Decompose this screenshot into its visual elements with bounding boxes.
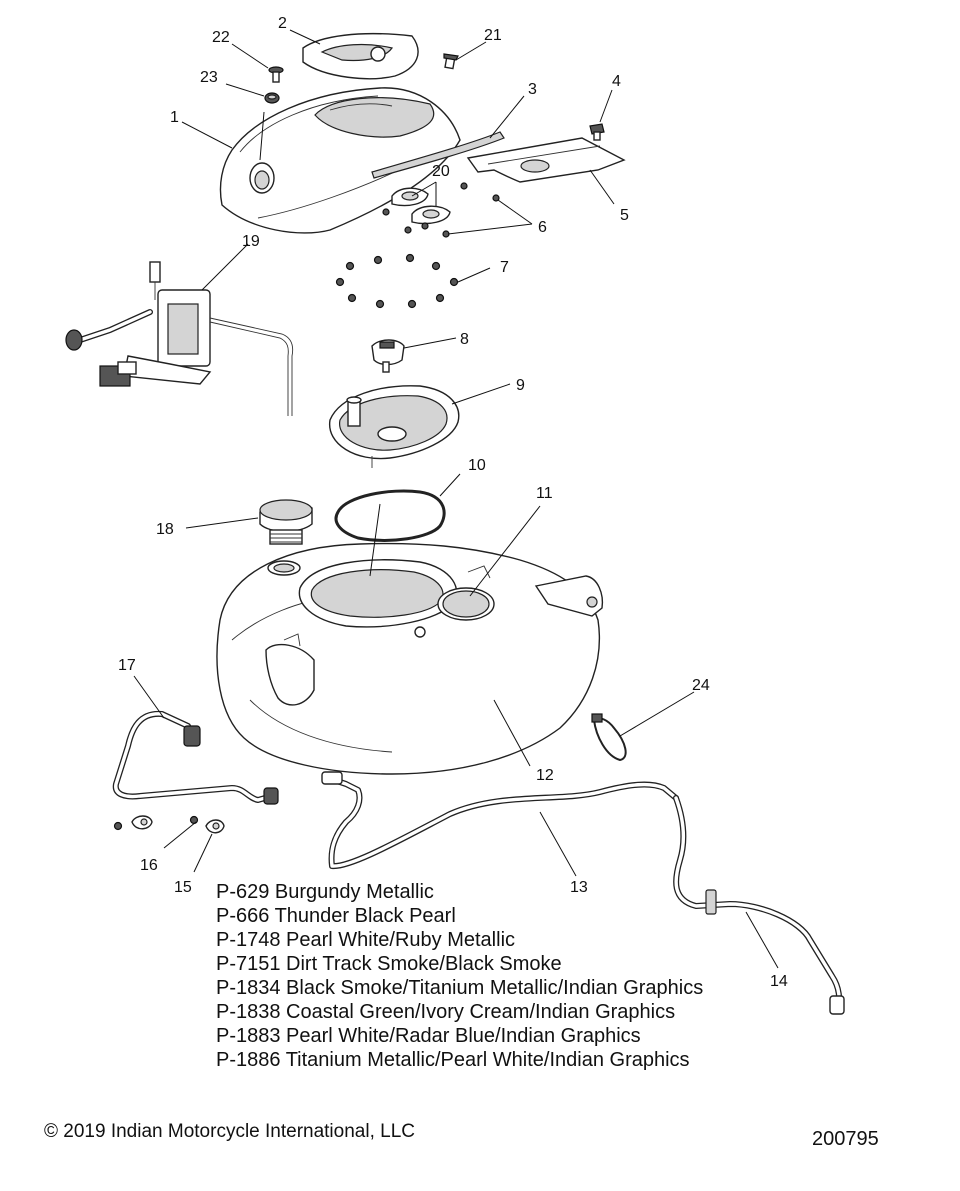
callout-20: 20 — [432, 163, 450, 180]
callout-17: 17 — [118, 657, 136, 674]
callout-21: 21 — [484, 27, 502, 44]
callout-14: 14 — [770, 973, 788, 990]
part-7-nuts — [335, 253, 459, 309]
part-21-screw — [443, 53, 459, 70]
part-20-retainer-clips — [391, 187, 451, 225]
callout-7: 7 — [500, 259, 509, 276]
callout-11: 11 — [536, 485, 553, 502]
copyright-notice: © 2019 Indian Motorcycle International, … — [44, 1121, 415, 1142]
part-24-hose-clamp — [591, 713, 627, 762]
callout-16: 16 — [140, 857, 158, 874]
callout-13: 13 — [570, 879, 588, 896]
drawing-number: 200795 — [812, 1128, 879, 1150]
callout-15: 15 — [174, 879, 192, 896]
part-4-push-rivet — [589, 123, 605, 141]
part-17-vent-line — [112, 710, 279, 805]
part-8-sender-connector — [371, 339, 405, 373]
part-10-gasket — [334, 489, 446, 542]
callout-5: 5 — [620, 207, 629, 224]
part-18-fuel-cap — [259, 499, 313, 545]
paint-code-item: P-629 Burgundy Metallic — [216, 881, 434, 903]
part-22-bolt — [268, 66, 284, 83]
paint-code-item: P-1834 Black Smoke/Titanium Metallic/Ind… — [216, 977, 704, 999]
callout-12: 12 — [536, 767, 554, 784]
part-5-mounting-bracket — [466, 137, 626, 183]
paint-code-item: P-1748 Pearl White/Ruby Metallic — [216, 929, 516, 951]
callout-6: 6 — [538, 219, 547, 236]
paint-code-item: P-7151 Dirt Track Smoke/Black Smoke — [216, 953, 562, 975]
part-15-clips — [131, 815, 225, 834]
part-9-pump-plate — [329, 385, 460, 468]
callout-18: 18 — [156, 521, 174, 538]
paint-code-item: P-1886 Titanium Metallic/Pearl White/Ind… — [216, 1049, 690, 1071]
paint-code-item: P-666 Thunder Black Pearl — [216, 905, 456, 927]
callout-9: 9 — [516, 377, 525, 394]
part-3-trim-strip — [371, 131, 505, 179]
callout-8: 8 — [460, 331, 469, 348]
callout-4: 4 — [612, 73, 621, 90]
callout-19: 19 — [242, 233, 260, 250]
part-11-cover-plate — [442, 590, 490, 618]
callout-3: 3 — [528, 81, 537, 98]
callout-24: 24 — [692, 677, 710, 694]
part-16-fasteners — [113, 815, 199, 831]
part-14-drain-line — [673, 795, 845, 1015]
paint-code-list: P-629 Burgundy Metallic P-666 Thunder Bl… — [216, 880, 703, 1072]
callout-10: 10 — [468, 457, 486, 474]
part-19-fuel-pump-assembly — [65, 261, 294, 416]
part-2-badge-plate — [302, 32, 419, 80]
paint-code-item: P-1838 Coastal Green/Ivory Cream/Indian … — [216, 1001, 676, 1023]
callout-labels: 1 2 3 4 5 6 7 8 9 10 11 12 13 14 15 16 1… — [118, 15, 788, 990]
callout-23: 23 — [200, 69, 218, 86]
part-13-overflow-line — [321, 771, 679, 870]
part-12-fuel-tank — [216, 542, 604, 775]
part-6-screws — [382, 182, 500, 238]
callout-22: 22 — [212, 29, 230, 46]
part-23-grommet — [264, 92, 280, 104]
callout-1: 1 — [170, 109, 179, 126]
leader-lines — [133, 29, 779, 969]
callout-2: 2 — [278, 15, 287, 32]
paint-code-item: P-1883 Pearl White/Radar Blue/Indian Gra… — [216, 1025, 641, 1047]
